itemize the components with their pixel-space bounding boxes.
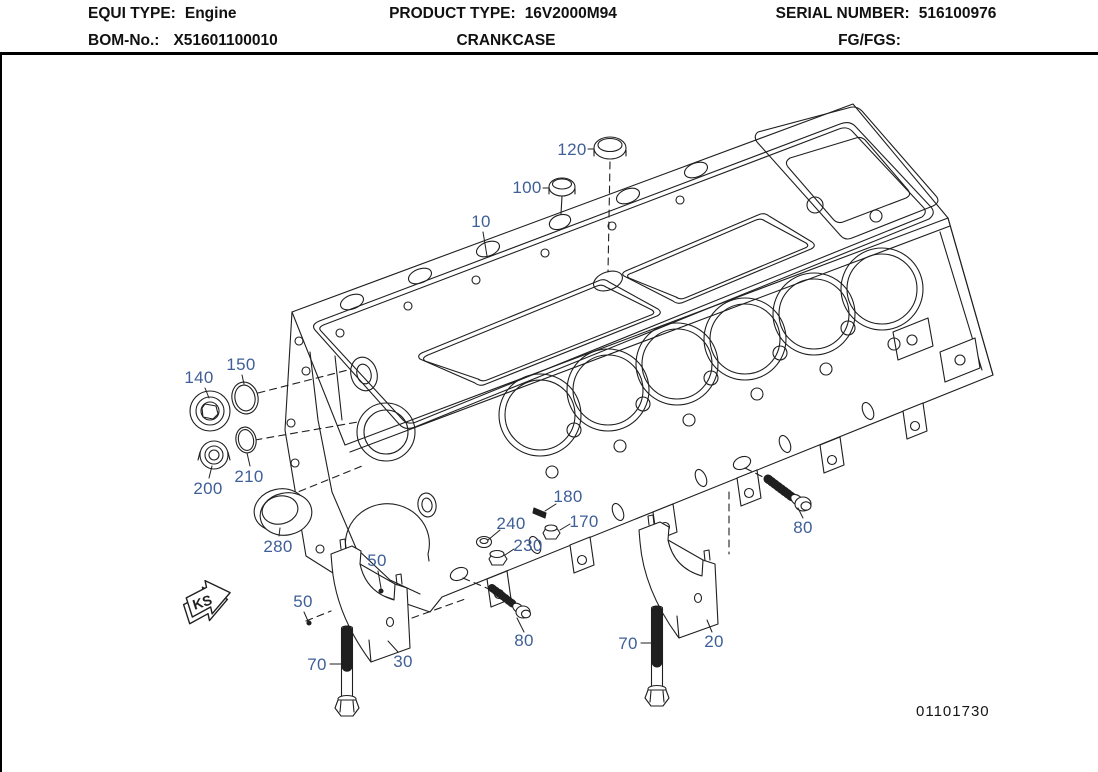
serial-number-value: 516100976	[918, 5, 997, 22]
callout-80-right: 80	[793, 518, 813, 537]
header-divider	[0, 52, 1098, 55]
ks-label: KS	[190, 592, 213, 613]
bearing-bush-280-drawing	[253, 488, 313, 536]
product-type-label: PRODUCT TYPE:	[389, 5, 516, 22]
screw-plug-100-drawing	[548, 177, 576, 215]
screw-plug-170-drawing	[542, 524, 561, 540]
bom-no-value: X51601100010	[173, 32, 278, 49]
callout-140: 140	[184, 368, 214, 387]
callout-50-lower: 50	[293, 592, 313, 611]
dowel-50-pins	[306, 588, 384, 626]
callout-240: 240	[496, 514, 526, 533]
bolt-80-left-drawing	[488, 584, 532, 619]
header-fg-fgs: FG/FGS:	[838, 32, 910, 50]
cylinder-bores	[498, 247, 934, 555]
header-product-type: PRODUCT TYPE: 16V2000M94	[389, 5, 617, 23]
product-type-value: 16V2000M94	[524, 5, 617, 22]
callout-70-left: 70	[307, 655, 327, 674]
page-title: CRANKCASE	[456, 32, 556, 49]
callout-280: 280	[263, 537, 293, 556]
deck-rear-compartment	[754, 106, 939, 240]
callout-150: 150	[226, 355, 256, 374]
o-ring-150-drawing	[231, 381, 259, 415]
callout-170: 170	[569, 512, 599, 531]
callout-10: 10	[471, 212, 491, 231]
serial-number-label: SERIAL NUMBER:	[775, 5, 910, 22]
screw-plug-120-drawing	[593, 136, 627, 160]
washer-240-drawing	[475, 535, 493, 549]
bom-no-label: BOM-No.:	[88, 32, 160, 49]
header-equi-type: EQUI TYPE: Engine	[88, 5, 237, 23]
header-serial-number: SERIAL NUMBER: 516100976	[776, 5, 997, 23]
callout-50-upper: 50	[367, 551, 387, 570]
callout-200: 200	[193, 479, 223, 498]
ks-direction-arrow: KS	[182, 579, 231, 625]
drawing-number: 01101730	[916, 703, 990, 720]
callout-230: 230	[513, 536, 543, 555]
callout-210: 210	[234, 467, 264, 486]
head-gasket-rails	[313, 121, 934, 430]
callout-120: 120	[557, 140, 587, 159]
bearing-cap-20-drawing	[638, 514, 719, 639]
callout-30: 30	[393, 652, 413, 671]
main-bearing-webs	[486, 337, 981, 608]
assembly-dashed-lines	[254, 161, 768, 622]
callout-100: 100	[512, 178, 542, 197]
equi-type-value: Engine	[184, 5, 237, 22]
bolt-80-right-drawing	[763, 474, 812, 512]
page-left-border	[0, 52, 2, 772]
bolt-70-left-drawing	[334, 625, 360, 717]
bolt-70-right-drawing	[644, 605, 670, 707]
equi-type-label: EQUI TYPE:	[88, 5, 176, 22]
callout-20: 20	[704, 632, 724, 651]
bearing-cap-30-drawing	[330, 538, 411, 663]
fg-fgs-label: FG/FGS:	[838, 32, 901, 49]
header-bom-no: BOM-No.: X51601100010	[88, 32, 278, 50]
callout-80-left: 80	[514, 631, 534, 650]
snap-ring-210-drawing	[235, 426, 257, 454]
callout-180: 180	[553, 487, 583, 506]
screw-plug-200-drawing	[197, 440, 231, 470]
screw-230-drawing	[488, 549, 508, 566]
callout-leader-lines	[204, 148, 804, 665]
dowel-pin-180-drawing	[532, 507, 547, 519]
callout-70-right: 70	[618, 634, 638, 653]
screw-plug-140-drawing	[189, 390, 231, 432]
